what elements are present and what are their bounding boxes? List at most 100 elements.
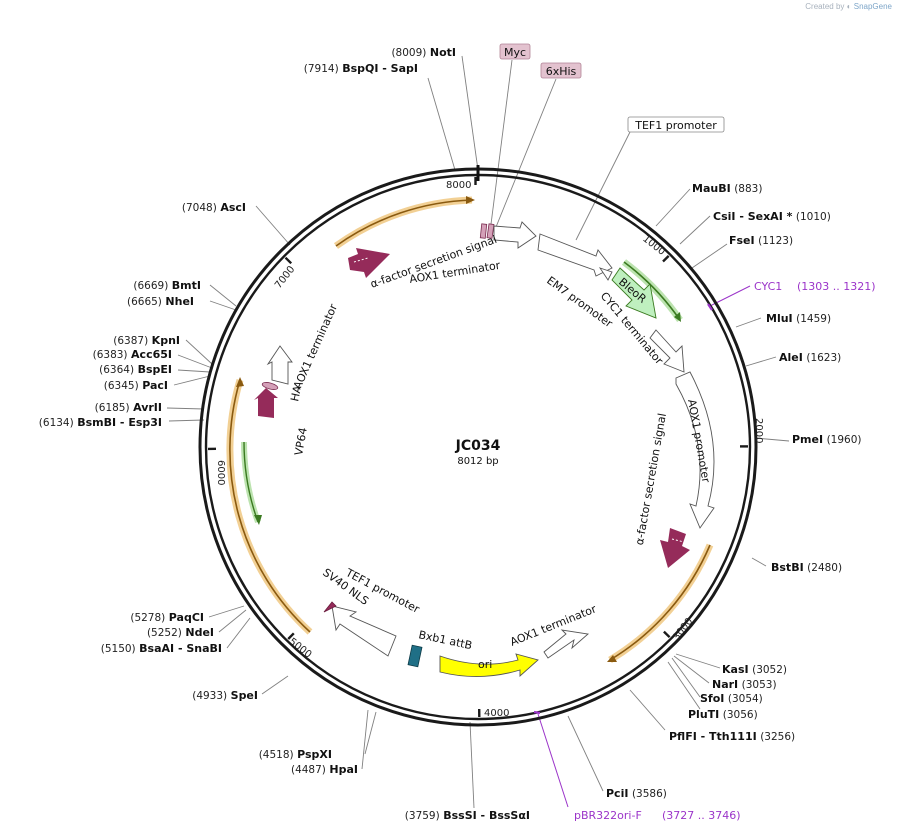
enzyme-name: NotI (430, 46, 456, 59)
enzyme-label: PmeI (1960) (792, 433, 862, 446)
tick-label-4000: 4000 (484, 708, 509, 719)
alpha-factor-top-shape (348, 248, 390, 278)
tick-label-3000: 3000 (671, 616, 695, 643)
enzyme-name: PciI (606, 787, 628, 800)
enzyme-label: (8009) NotI (391, 46, 456, 59)
primer-cyc1-range: (1303 .. 1321) (797, 280, 876, 293)
enzyme-position: (1123) (758, 235, 793, 247)
vp64-shape (254, 388, 278, 418)
enzyme-position: (6134) (39, 417, 74, 429)
feature-label-alpha-right: α-factor secretion signal (633, 412, 669, 546)
enzyme-position: (7914) (304, 63, 339, 75)
enzyme-name: PaqCI (169, 611, 204, 624)
enzyme-name: BspQI - SapI (342, 62, 418, 75)
his-tag-text: 6xHis (546, 65, 577, 78)
enzyme-position: (1623) (806, 352, 841, 364)
enzyme-position: (3586) (632, 788, 667, 800)
enzyme-name: PflFI - Tth111I (669, 730, 757, 743)
ha-shape (261, 382, 279, 390)
myc-tag-box (499, 43, 531, 60)
enzyme-label: (5278) PaqCI (130, 611, 204, 624)
sv40-nls-shape (323, 601, 337, 613)
enzyme-leader-lines (166, 55, 790, 809)
primer-marks (533, 303, 713, 715)
enzyme-label: PciI (3586) (606, 787, 667, 800)
enzyme-position: (5150) (101, 643, 136, 655)
outer-arrowhead-bleo (674, 312, 681, 322)
enzyme-label: (6387) KpnI (113, 334, 180, 347)
bxb1-attb-shape (407, 644, 423, 668)
enzyme-label: (7914) BspQI - SapI (304, 62, 418, 75)
tag-labels: Myc 6xHis TEF1 promoter (499, 43, 725, 133)
enzyme-label: (6345) PacI (104, 379, 168, 392)
outer-arrowhead-right (607, 655, 617, 662)
tef1-top-text: TEF1 promoter (634, 119, 717, 132)
credit-prefix: Created by (805, 2, 845, 11)
tick-mark (284, 256, 293, 265)
enzyme-position: (4933) (192, 690, 227, 702)
outer-arc-left-green (241, 441, 261, 524)
enzyme-label: BstBI (2480) (771, 561, 842, 574)
enzyme-name: PspXI (297, 748, 332, 761)
outer-feature-arcs (226, 196, 714, 663)
enzyme-position: (5252) (147, 627, 182, 639)
enzyme-position: (8009) (391, 47, 426, 59)
outer-arrowhead-top (466, 196, 475, 204)
enzyme-position: (6669) (133, 280, 168, 292)
feature-label-ori: ori (478, 658, 492, 671)
bp-ticks (207, 165, 748, 718)
aox1-terminator-top-shape (493, 221, 537, 249)
enzyme-labels: (8009) NotI (7914) BspQI - SapI (7048) Asc… (39, 46, 862, 822)
enzyme-position: (1459) (796, 313, 831, 325)
enzyme-name: SfoI (700, 692, 724, 705)
enzyme-name: MluI (766, 312, 793, 325)
aox1-terminator-bottom-shape (543, 629, 590, 659)
enzyme-name: PmeI (792, 433, 823, 446)
ori-shape (439, 653, 539, 678)
enzyme-position: (1010) (796, 211, 831, 223)
enzyme-position: (6383) (93, 349, 128, 361)
primer-pbr-range: (3727 .. 3746) (662, 809, 741, 822)
enzyme-label: PluTI (3056) (688, 708, 758, 721)
feature-label-aox1-term-left: AOX1 terminator (291, 302, 340, 392)
enzyme-name: KasI (722, 663, 749, 676)
enzyme-label: SfoI (3054) (700, 692, 763, 705)
enzyme-position: (3054) (728, 693, 763, 705)
enzyme-name: BstBI (771, 561, 804, 574)
primer-pbr-name: pBR322ori-F (574, 809, 642, 822)
enzyme-name: BspEI (138, 363, 172, 376)
enzyme-name: Acc65I (131, 348, 172, 361)
enzyme-position: (2480) (807, 562, 842, 574)
enzyme-label: (4933) SpeI (192, 689, 258, 702)
enzyme-label: PflFI - Tth111I (3256) (669, 730, 795, 743)
enzyme-name: MauBI (692, 182, 731, 195)
alpha-factor-right-shape (660, 528, 690, 568)
em7-small (598, 267, 613, 281)
enzyme-name: PluTI (688, 708, 719, 721)
plasmid-length: 8012 bp (457, 456, 498, 467)
enzyme-label: (6364) BspEI (99, 363, 172, 376)
enzyme-position: (883) (734, 183, 762, 195)
outer-arc-top (333, 196, 473, 249)
his-tag-box (540, 62, 582, 79)
enzyme-label: (6665) NheI (127, 295, 194, 308)
enzyme-position: (6364) (99, 364, 134, 376)
myc-marker (479, 223, 488, 239)
outer-arrowhead-left (236, 377, 244, 387)
enzyme-position: (4487) (291, 764, 326, 776)
tick-label-1000: 1000 (640, 233, 667, 257)
enzyme-name: CsiI - SexAI * (713, 210, 793, 223)
enzyme-label: (4487) HpaI (291, 763, 358, 776)
enzyme-position: (6345) (104, 380, 139, 392)
enzyme-label: AleI (1623) (779, 351, 841, 364)
primer-labels: CYC1 (1303 .. 1321) pBR322ori-F (3727 ..… (574, 280, 876, 822)
myc-tag-text: Myc (504, 46, 526, 59)
enzyme-position: (3056) (723, 709, 758, 721)
enzyme-label: (4518) PspXI (259, 748, 332, 761)
enzyme-name: SpeI (231, 689, 258, 702)
enzyme-name: FseI (729, 234, 755, 247)
enzyme-label: (7048) AscI (182, 201, 246, 214)
enzyme-label: MauBI (883) (692, 182, 762, 195)
enzyme-position: (6185) (95, 402, 130, 414)
